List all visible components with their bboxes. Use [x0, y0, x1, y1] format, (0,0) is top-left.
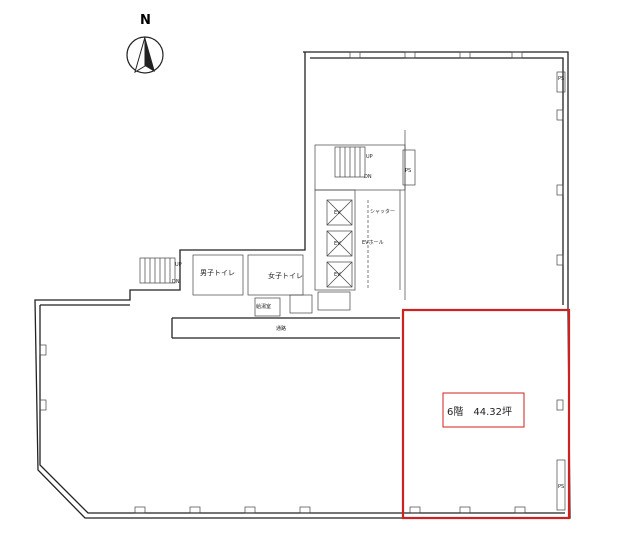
unit-area-label: 6階 44.32坪	[447, 405, 512, 418]
stair-dn-label-2: DN	[172, 279, 180, 285]
stairs	[139, 146, 366, 284]
building-outline	[34, 51, 571, 519]
highlighted-unit-6f[interactable]: 6階 44.32坪	[401, 308, 571, 520]
elevator-shafts	[326, 199, 353, 288]
mens-toilet-label: 男子トイレ	[200, 269, 235, 277]
ev-hall-label: EVホール	[362, 240, 384, 246]
womens-toilet-label: 女子トイレ	[268, 271, 303, 280]
ps-label-3: PS	[558, 484, 564, 490]
north-compass-icon: N	[126, 13, 164, 74]
stair-dn-label: DN	[364, 174, 372, 180]
kitchenette-label: 給湯室	[256, 303, 271, 310]
stair-up-label: UP	[366, 154, 373, 160]
shutter-label: シャッター	[370, 208, 395, 215]
stair-up-label-2: UP	[175, 262, 182, 268]
ps-label-1: PS	[405, 168, 411, 174]
compass-label: N	[140, 13, 151, 28]
corridor-label: 通路	[276, 325, 286, 332]
ev-label-3: EV	[334, 272, 341, 278]
ev-label-1: EV	[334, 210, 341, 216]
ev-label-2: EV	[334, 241, 341, 247]
ps-label-2: PS	[558, 76, 564, 82]
